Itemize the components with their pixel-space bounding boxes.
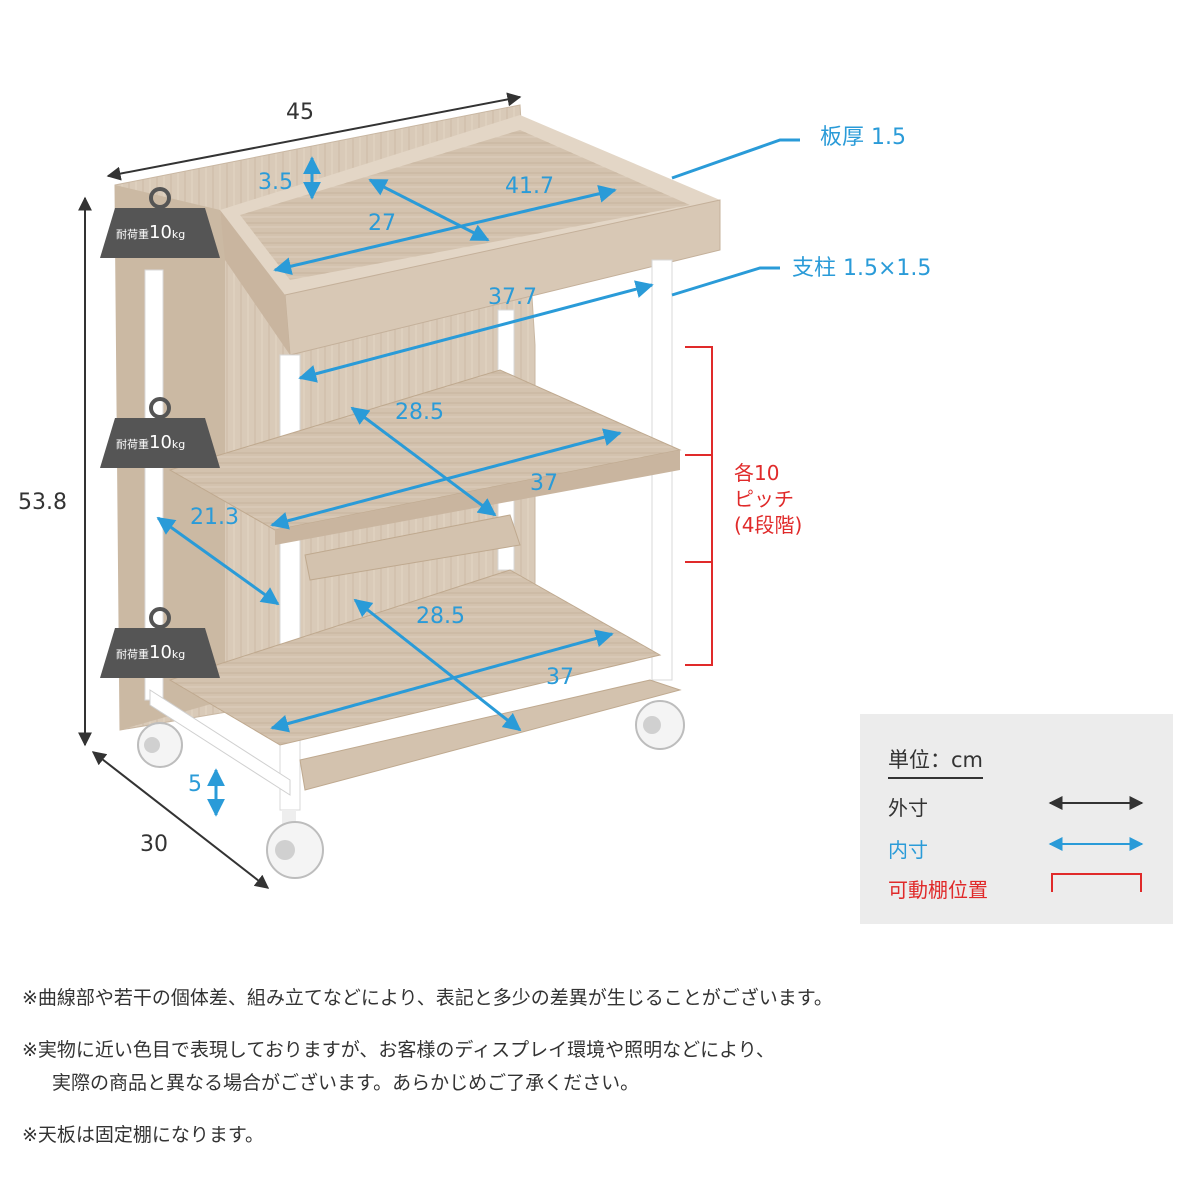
legend-panel: 単位：cm 外寸 内寸 可動棚位置	[860, 714, 1173, 924]
shelf1-width-label: 37	[530, 471, 558, 496]
outer-depth-arrow	[91, 751, 270, 889]
tray-width-arrow	[273, 184, 617, 276]
load-value: 10	[149, 642, 172, 663]
caster-back-left	[137, 722, 183, 768]
load-badge-middle-text: 耐荷重10kg	[116, 434, 185, 452]
legend-inner-label: 内寸	[888, 838, 928, 862]
shelf1-depth-label: 28.5	[395, 400, 444, 425]
legend-units: 単位：cm	[888, 744, 984, 779]
load-badge-bottom-text: 耐荷重10kg	[116, 644, 185, 662]
adjustable-line-1: 各10	[734, 461, 780, 485]
weight-badge-middle	[100, 397, 220, 468]
board-thickness-leader	[671, 138, 800, 180]
load-prefix: 耐荷重	[116, 438, 149, 451]
weight-badge-top	[100, 187, 220, 258]
load-prefix: 耐荷重	[116, 228, 149, 241]
adjustable-line-2: ピッチ	[734, 487, 794, 511]
load-value: 10	[149, 432, 172, 453]
load-unit: kg	[171, 648, 186, 661]
load-unit: kg	[171, 228, 186, 241]
note-fixed-top: ※天板は固定棚になります。	[22, 1123, 265, 1146]
post-size-label: 支柱 1.5×1.5	[792, 256, 932, 281]
legend-adjustable-label: 可動棚位置	[888, 878, 988, 902]
caster-front-left	[266, 810, 324, 879]
tray-width-label: 41.7	[505, 174, 554, 199]
adjustable-line-3: (4段階)	[734, 513, 803, 537]
shelf2-depth-label: 28.5	[416, 604, 465, 629]
tray-height-label: 3.5	[258, 170, 293, 195]
side-depth-label: 21.3	[190, 505, 239, 530]
outer-width-arrow	[106, 92, 522, 181]
caster-front-right	[635, 700, 685, 750]
tray-depth-label: 27	[368, 211, 396, 236]
weight-badge-bottom	[100, 607, 220, 678]
caster-clearance-label: 5	[188, 772, 202, 797]
outer-height-label: 53.8	[18, 490, 67, 515]
side-depth-arrow	[156, 516, 280, 606]
adjustable-pitch-note: 各10 ピッチ (4段階)	[734, 460, 802, 538]
shelf2-width-label: 37	[546, 665, 574, 690]
legend-outer-label: 外寸	[888, 796, 928, 820]
load-prefix: 耐荷重	[116, 648, 149, 661]
shelf2-width-arrow	[270, 629, 614, 733]
notes-section: ※曲線部や若干の個体差、組み立てなどにより、表記と多少の差異が生じることがござい…	[22, 982, 1182, 1171]
load-badge-top-text: 耐荷重10kg	[116, 224, 185, 242]
legend-swatches	[1048, 796, 1144, 892]
outer-width-label: 45	[286, 100, 314, 125]
adjustable-bracket	[685, 346, 713, 666]
shelf1-width-arrow	[270, 428, 622, 530]
load-value: 10	[149, 222, 172, 243]
board-thickness-label: 板厚 1.5	[820, 125, 906, 150]
post-size-leader	[671, 266, 780, 297]
note-variance: ※曲線部や若干の個体差、組み立てなどにより、表記と多少の差異が生じることがござい…	[22, 987, 833, 1009]
outer-depth-label: 30	[140, 832, 168, 857]
note-color: ※実物に近い色目で表現しておりますが、お客様のディスプレイ環境や照明などにより、…	[22, 1034, 1182, 1099]
legend-adjustable-bracket	[1051, 873, 1142, 892]
under-tray-width-arrow	[298, 280, 654, 383]
tray-side	[220, 210, 290, 355]
note-color-line-2: 実際の商品と異なる場合がございます。あらかじめご了承ください。	[52, 1071, 640, 1094]
note-color-line-1: ※実物に近い色目で表現しておりますが、お客様のディスプレイ環境や照明などにより、	[22, 1039, 775, 1062]
wagon-illustration	[78, 92, 800, 889]
under-tray-width-label: 37.7	[488, 285, 537, 310]
load-unit: kg	[171, 438, 186, 451]
